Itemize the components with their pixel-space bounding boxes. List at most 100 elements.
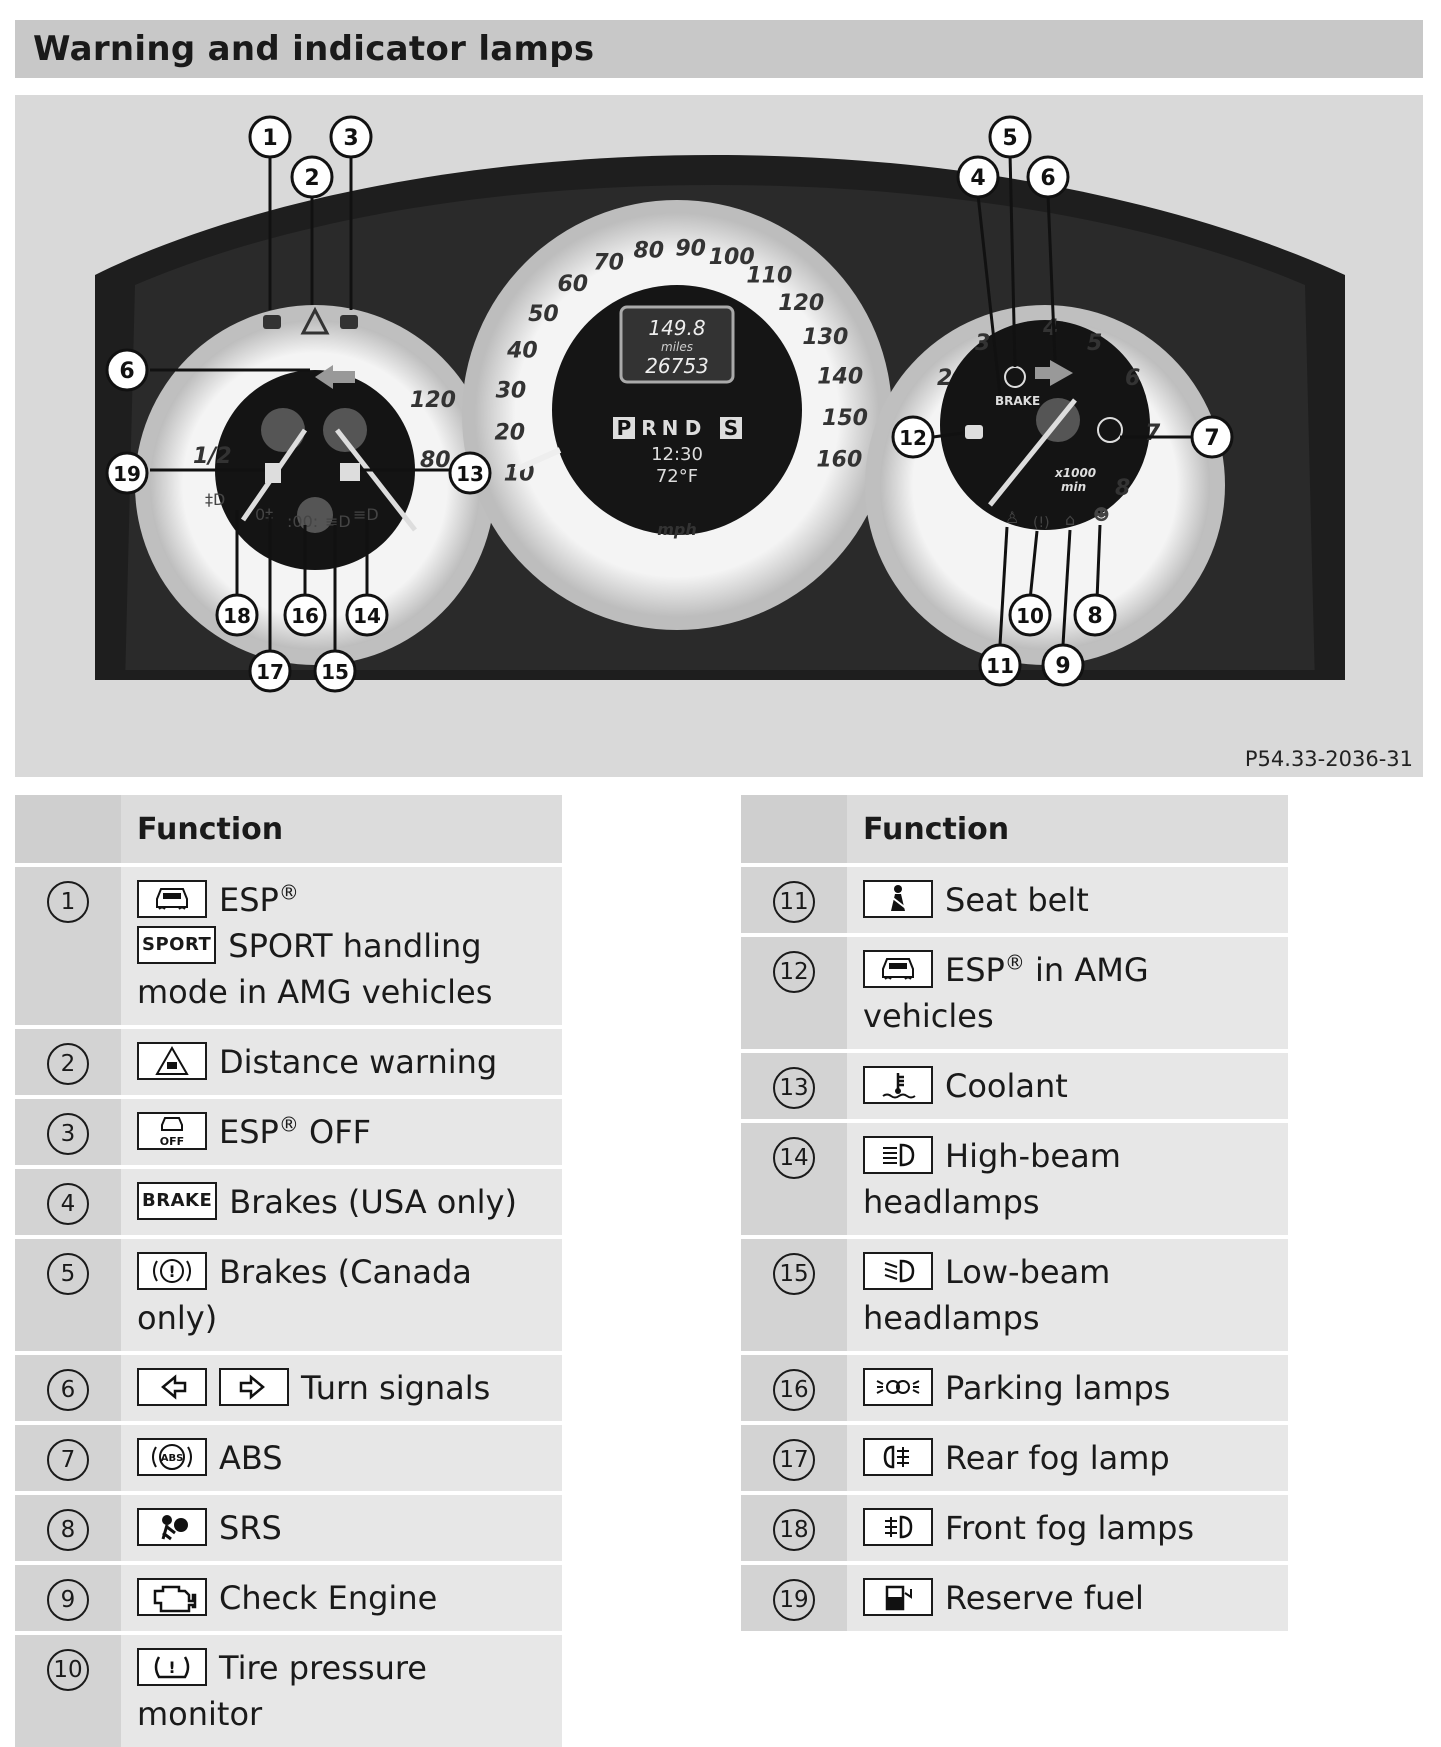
speed-tick-label: 20 [494,421,525,446]
low-beam-lamp-icon: ≡D [325,512,351,531]
function-column-header: Function [847,795,1288,865]
row-number-cell: 1 [15,863,121,1027]
section-title-bar: Warning and indicator lamps [15,20,1423,78]
registered-mark: ® [1004,950,1025,975]
function-entry: Front fog lamps [863,1508,1194,1547]
function-label: Parking lamps [945,1369,1171,1407]
row-number: 3 [47,1113,89,1155]
callout-number: 16 [291,604,319,628]
coolant-icon [863,1066,933,1104]
callout-number: 11 [986,654,1014,678]
brake-indicator-icon: BRAKE [137,1182,218,1220]
callout-11: 11 [978,643,1022,687]
svg-text:OFF: OFF [160,1135,184,1147]
row-number-cell: 19 [741,1561,847,1631]
speed-tick-label: 90 [675,237,706,262]
callout-number: 9 [1055,654,1070,679]
row-number-cell: 13 [741,1049,847,1121]
callout-3: 3 [329,115,373,159]
esp-car-icon [863,950,933,988]
callout-19: 19 [105,451,149,495]
function-description-cell: Parking lamps [847,1351,1288,1423]
callout-number: 14 [353,604,381,628]
function-label: Distance warning [219,1043,498,1081]
brake-lamp-icon: BRAKE [995,394,1040,408]
page-title: Warning and indicator lamps [33,29,595,69]
row-number-cell: 4 [15,1165,121,1237]
callout-number: 17 [256,660,284,684]
callout-number: 5 [1002,126,1017,151]
function-entry: !Tire pressure monitor [137,1648,427,1733]
function-entry: SRS [137,1508,282,1547]
distance-warning-lamp-icon [300,306,330,335]
speed-tick-label: 160 [816,448,862,473]
row-number: 2 [47,1043,89,1085]
callout-number: 7 [1204,426,1219,451]
rpm-tick: 7 [1145,421,1161,446]
callout-number: 3 [343,126,358,151]
row-number: 10 [47,1649,89,1691]
callout-8: 8 [1073,593,1117,637]
function-entry [137,1368,219,1407]
function-label: Coolant [945,1067,1068,1105]
speed-tick-label: 50 [528,302,559,327]
drive-mode: S [724,416,738,440]
row-number-cell: 14 [741,1119,847,1237]
svg-text:!: ! [168,1658,175,1677]
speed-tick-label: 40 [506,338,538,363]
rpm-tick: 4 [1042,316,1058,341]
function-description-cell: !Brakes (Canada only) [121,1235,562,1353]
rpm-tick: 6 [1125,366,1140,391]
function-entry: ESP® in AMG vehicles [863,950,1149,1035]
tire-pressure-icon: ! [137,1648,207,1686]
function-description-cell: Rear fog lamp [847,1421,1288,1493]
function-label: SRS [219,1509,282,1547]
callout-number: 15 [321,660,349,684]
function-label: Check Engine [219,1579,438,1617]
function-column-header: Function [121,795,562,865]
reserve-fuel-icon [863,1578,933,1616]
function-entry: Check Engine [137,1578,438,1617]
figure-reference: P54.33-2036-31 [1244,747,1413,771]
seat-belt-icon [863,880,933,918]
callout-18: 18 [215,593,259,637]
function-entry: Parking lamps [863,1368,1171,1407]
function-description-cell: Seat belt [847,863,1288,935]
row-number-cell: 15 [741,1235,847,1353]
row-number-cell: 9 [15,1561,121,1633]
function-label: High-beam headlamps [863,1137,1121,1221]
abs-icon: ABS [137,1438,207,1476]
function-label: Rear fog lamp [945,1439,1170,1477]
function-entry: !Brakes (Canada only) [137,1252,472,1337]
distance-warning-icon [137,1042,207,1080]
esp-lamp-icon [263,315,281,329]
registered-mark: ® [278,880,299,905]
callout-2: 2 [290,155,334,199]
table-row: 16 Parking lamps [741,1351,1288,1423]
callout-16: 16 [283,593,327,637]
row-number: 5 [47,1253,89,1295]
callout-number: 12 [899,426,927,450]
function-description-cell: Turn signals [121,1351,562,1423]
gear-r: R [641,416,656,440]
function-label: Turn signals [301,1369,491,1407]
row-number: 15 [773,1253,815,1295]
row-number: 8 [47,1509,89,1551]
function-label: Seat belt [945,881,1089,919]
row-number: 16 [773,1369,815,1411]
esp-off-lamp-icon [340,315,358,329]
number-column-header [15,795,121,865]
callout-6: 6 [1026,155,1070,199]
function-label: SPORT handling mode in AMG vehicles [137,927,493,1011]
function-label: ESP [219,1113,279,1151]
table-row: 13 Coolant [741,1049,1288,1121]
